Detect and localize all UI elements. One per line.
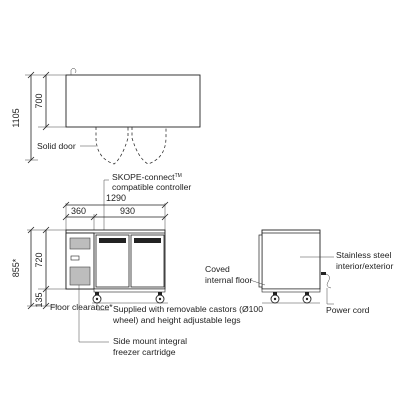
side-door-edge bbox=[258, 234, 263, 288]
side-plinth bbox=[261, 288, 321, 293]
tick bbox=[27, 302, 35, 310]
solid-door-label: Solid door bbox=[37, 141, 76, 151]
castors-label-line2: wheel) and height adjustable legs bbox=[112, 315, 241, 325]
tick bbox=[42, 302, 50, 310]
dim-cartridge-width: 360 bbox=[71, 206, 86, 216]
side-cabinet-outline bbox=[261, 229, 321, 290]
cord-plug-icon bbox=[321, 272, 326, 275]
tick bbox=[42, 123, 50, 131]
power-cord-icon bbox=[70, 67, 77, 75]
tick bbox=[42, 71, 50, 79]
controller-label: SKOPE-connectTM bbox=[112, 172, 182, 182]
dim-floor-clearance: 135 bbox=[34, 292, 44, 307]
stainless-label-line2: interior/exterior bbox=[336, 261, 393, 271]
tick bbox=[27, 71, 35, 79]
side-castor-left-icon bbox=[270, 292, 280, 304]
door-swing-right bbox=[131, 127, 167, 165]
dim-overall-depth: 1105 bbox=[11, 108, 21, 127]
power-cord-label: Power cord bbox=[326, 305, 370, 315]
door-left-handle bbox=[99, 238, 126, 243]
plan-cabinet-outline bbox=[65, 74, 201, 128]
tick bbox=[62, 213, 70, 221]
power-cord-leader bbox=[326, 288, 334, 305]
cartridge-leader bbox=[78, 285, 109, 343]
stainless-label: Stainless steel bbox=[336, 250, 392, 260]
door-swing-left bbox=[95, 127, 129, 165]
cartridge-label-line2: freezer cartridge bbox=[113, 347, 176, 357]
door-right bbox=[130, 234, 165, 288]
controller-panel bbox=[69, 237, 91, 250]
castor-right-icon bbox=[155, 292, 165, 304]
tick bbox=[62, 201, 70, 209]
tick bbox=[27, 226, 35, 234]
tick bbox=[27, 156, 35, 164]
tick bbox=[42, 226, 50, 234]
front-view: SKOPE-connectTM compatible controller 12… bbox=[11, 172, 263, 357]
castors-label: Supplied with removable castors (Ø100 bbox=[113, 304, 263, 314]
dim-overall-width: 1290 bbox=[106, 193, 126, 203]
door-left bbox=[95, 234, 130, 288]
tick bbox=[161, 201, 169, 209]
plan-view: 1105 700 Solid door bbox=[11, 67, 201, 165]
cartridge-label: Side mount integral bbox=[113, 336, 187, 346]
side-castor-right-icon bbox=[302, 292, 312, 304]
tick bbox=[42, 285, 50, 293]
dim-cabinet-height: 720 bbox=[34, 252, 44, 267]
side-view: Coved internal floor Stainless steel int… bbox=[205, 229, 393, 315]
tick bbox=[90, 213, 98, 221]
dim-cabinet-depth: 700 bbox=[34, 93, 44, 108]
coved-floor-leader bbox=[249, 279, 266, 286]
door-right-handle bbox=[134, 238, 161, 243]
plinth bbox=[93, 288, 166, 293]
castors-leader bbox=[96, 303, 109, 311]
dim-overall-height: 855* bbox=[11, 258, 21, 277]
coved-floor-label-line2: internal floor bbox=[205, 275, 252, 285]
dim-cabinet-width: 930 bbox=[120, 206, 135, 216]
power-cord-line bbox=[325, 273, 332, 289]
floor-clearance-label: Floor clearance* bbox=[50, 302, 113, 312]
tick bbox=[161, 213, 169, 221]
controller-label-line2: compatible controller bbox=[112, 182, 191, 192]
coved-floor-label: Coved bbox=[205, 264, 230, 274]
controller-display bbox=[70, 255, 80, 261]
cartridge-vent bbox=[69, 266, 91, 286]
